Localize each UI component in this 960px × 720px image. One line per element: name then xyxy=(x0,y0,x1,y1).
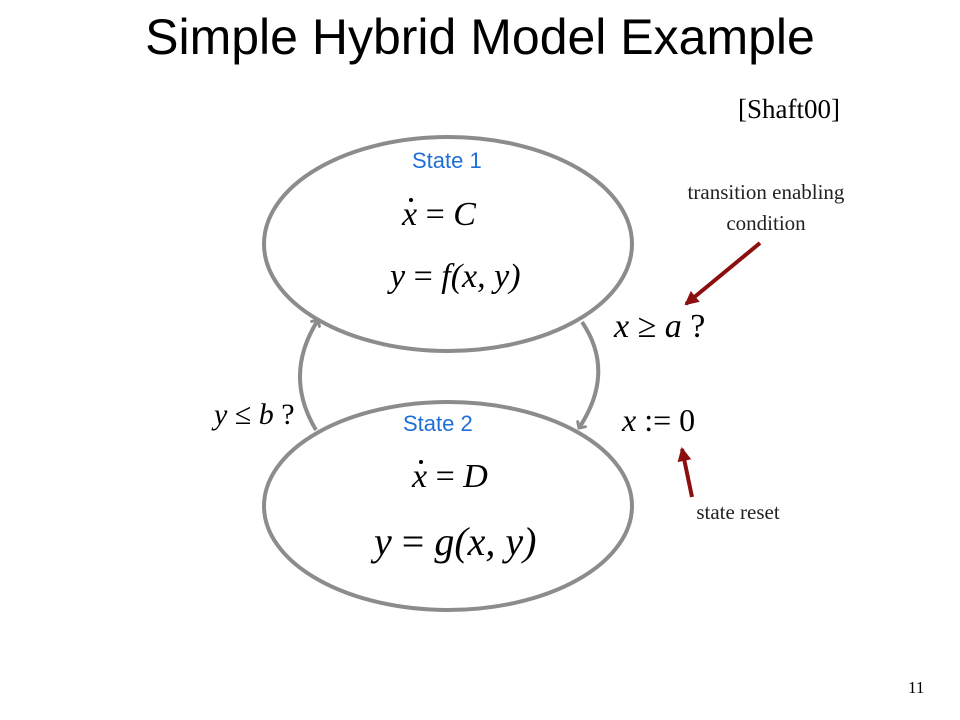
state-1-output-var: y xyxy=(390,258,406,295)
transition-arrow-to-state-1 xyxy=(298,320,318,432)
state-2-dot-var: x xyxy=(412,458,428,495)
state-1-output-equation: y = f(x, y) xyxy=(390,258,521,295)
state-1-derivative-value: C xyxy=(453,196,476,233)
reset-annotation-arrow xyxy=(677,447,694,498)
state-1-node xyxy=(262,135,634,353)
state-2-output-fn: g(x, y) xyxy=(434,519,537,564)
state-1-dot-var: x xyxy=(402,196,418,233)
guard-2-bound: a xyxy=(664,308,682,345)
reset-op: := xyxy=(644,402,672,438)
guard-1-bound: b xyxy=(258,398,274,431)
guard-annotation: transition enabling condition xyxy=(660,177,872,239)
state-2-output-equation: y = g(x, y) xyxy=(374,519,537,564)
guard-1-op: ≤ xyxy=(234,398,252,431)
state-1-label: State 1 xyxy=(412,148,482,173)
state-2-derivative-value: D xyxy=(463,458,488,495)
citation: [Shaft00] xyxy=(738,94,840,124)
guard-to-state-1: y ≤ b ? xyxy=(214,398,295,432)
reset-var: x xyxy=(622,402,637,438)
state-1-derivative-equation: x = C xyxy=(402,196,476,233)
state-2-node xyxy=(262,400,634,612)
guard-2-q: ? xyxy=(690,308,706,345)
state-2-derivative-equation: x = D xyxy=(412,458,488,495)
reset-annotation: state reset xyxy=(696,500,780,524)
reset-assignment: x := 0 xyxy=(622,402,695,439)
state-2-output-var: y xyxy=(374,519,392,564)
guard-2-var: x xyxy=(614,308,630,345)
guard-1-q: ? xyxy=(281,398,295,431)
slide-title: Simple Hybrid Model Example xyxy=(145,9,815,65)
guard-to-state-2: x ≥ a ? xyxy=(614,308,705,346)
guard-annotation-line1: transition enabling xyxy=(687,180,845,204)
guard-1-var: y xyxy=(214,398,228,431)
reset-value: 0 xyxy=(679,402,696,438)
guard-annotation-line2: condition xyxy=(726,211,806,235)
state-2-label: State 2 xyxy=(403,411,473,436)
state-1-output-fn: f(x, y) xyxy=(441,258,521,295)
page-number: 11 xyxy=(908,678,925,697)
guard-annotation-arrow xyxy=(684,241,762,306)
guard-2-op: ≥ xyxy=(637,308,657,345)
transition-arrow-to-state-2 xyxy=(579,320,601,428)
